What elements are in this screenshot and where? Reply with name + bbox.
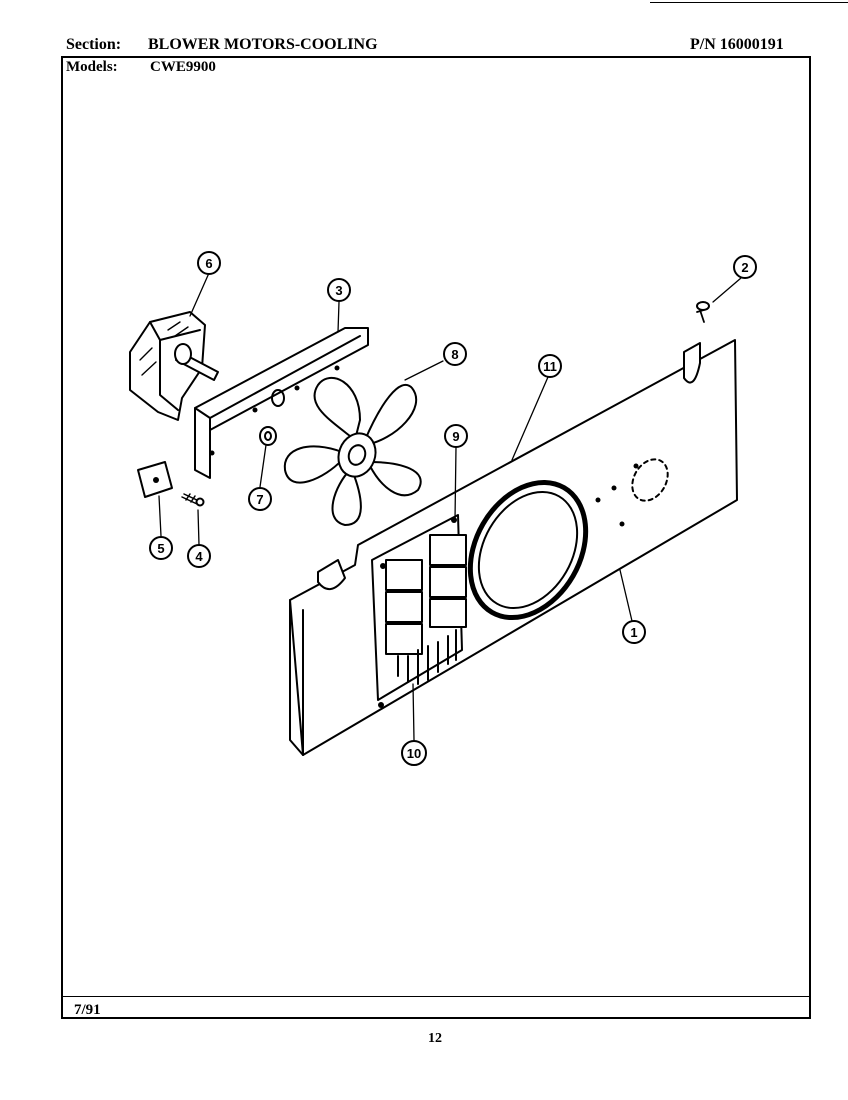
part-number: P/N 16000191 [690, 36, 784, 53]
callout-4: 4 [187, 544, 211, 568]
section-title: BLOWER MOTORS-COOLING [148, 36, 378, 53]
svg-text:1: 1 [630, 625, 637, 640]
footer-divider [63, 996, 809, 997]
section-label: Section: [66, 36, 122, 53]
svg-text:3: 3 [335, 283, 342, 298]
revision-date: 7/91 [74, 1002, 101, 1018]
callout-9: 9 [444, 424, 468, 448]
motor-bracket-part [194, 327, 369, 479]
svg-text:2: 2 [741, 260, 748, 275]
svg-text:7: 7 [256, 492, 263, 507]
callout-6: 6 [197, 251, 221, 275]
leader-lines [158, 272, 742, 741]
models-label: Models: [66, 59, 118, 75]
svg-text:4: 4 [195, 549, 203, 564]
svg-text:10: 10 [407, 746, 421, 761]
callout-2: 2 [733, 255, 757, 279]
grommet-part [259, 426, 277, 446]
callout-10: 10 [401, 740, 427, 766]
page-number: 12 [428, 1031, 442, 1046]
top-rule [650, 2, 848, 3]
callout-11: 11 [538, 354, 562, 378]
svg-text:5: 5 [157, 541, 164, 556]
svg-text:11: 11 [543, 359, 557, 374]
callout-3: 3 [327, 278, 351, 302]
callout-7: 7 [248, 487, 272, 511]
fan-blade-part [283, 376, 422, 526]
diagram-frame: Models: CWE9900 7/91 [61, 56, 811, 1019]
callout-8: 8 [443, 342, 467, 366]
svg-text:9: 9 [452, 429, 459, 444]
callout-1: 1 [622, 620, 646, 644]
callout-5: 5 [149, 536, 173, 560]
svg-text:8: 8 [451, 347, 458, 362]
relay-board-part [371, 514, 467, 708]
models-value: CWE9900 [150, 59, 216, 75]
svg-text:6: 6 [205, 256, 212, 271]
screw-part-4 [181, 493, 200, 505]
callouts: 6 3 8 2 11 9 1 7 5 4 10 [149, 251, 757, 766]
blower-motor-part [129, 311, 219, 421]
